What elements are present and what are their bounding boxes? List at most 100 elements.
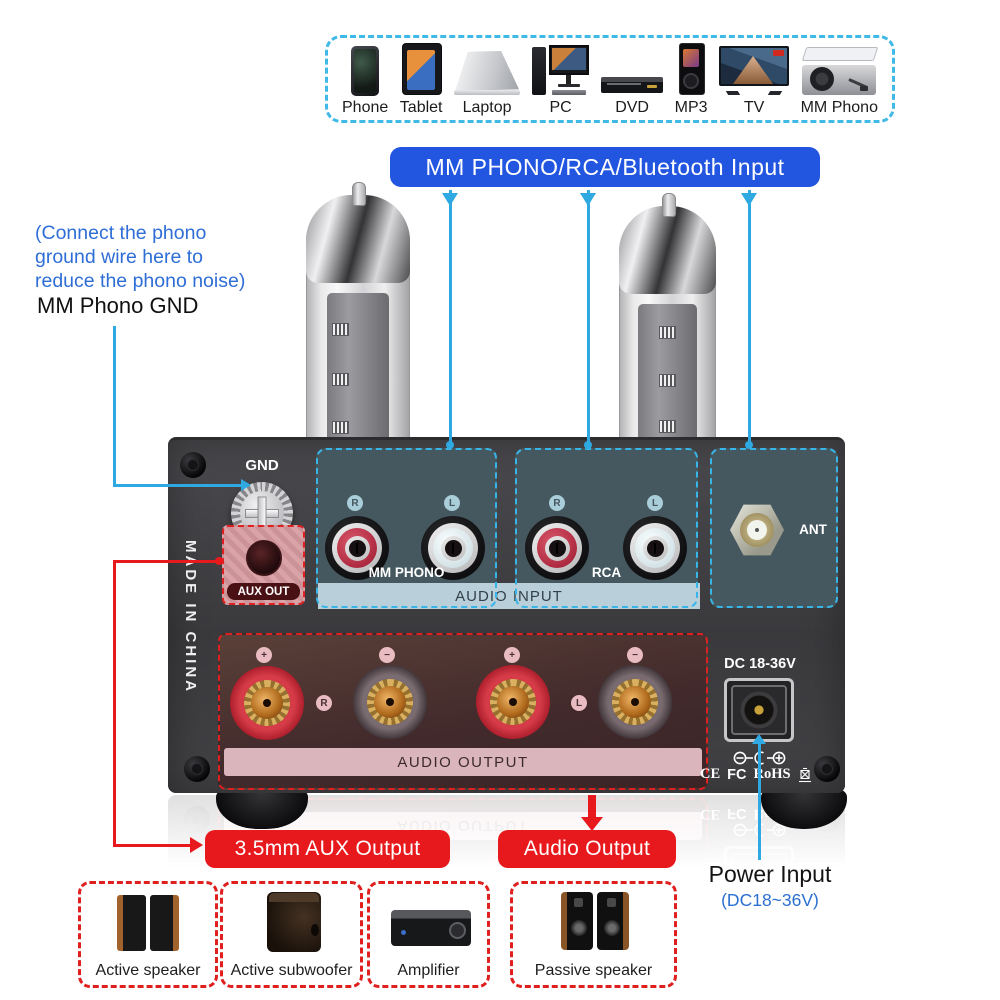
input-arrow-line-bluetooth — [748, 190, 751, 446]
dest-label: Passive speaker — [534, 962, 653, 979]
ant-label: ANT — [799, 522, 827, 537]
phone-icon — [350, 43, 380, 97]
aux-jack[interactable] — [246, 540, 282, 576]
ce-mark: CE — [700, 766, 721, 782]
speaker-terminal-l-plus[interactable] — [476, 665, 550, 739]
aux-out-label: AUX OUT — [227, 583, 300, 600]
aux-out-section: AUX OUT — [222, 525, 305, 605]
gnd-note-title: MM Phono GND — [37, 293, 199, 318]
audio-output-callout-label: Audio Output — [523, 837, 651, 860]
aux-leader-horizontal-bottom — [113, 844, 191, 847]
input-arrow-dot — [745, 441, 753, 449]
mm-phono-label: MM PHONO — [368, 565, 445, 580]
dvd-player-icon — [601, 43, 664, 97]
screw-icon — [814, 756, 840, 782]
speaker-terminal-l-minus[interactable] — [598, 665, 672, 739]
gnd-leader-horizontal — [113, 484, 243, 487]
input-arrow-dot — [584, 441, 592, 449]
input-arrowhead-icon — [442, 193, 458, 206]
screw-icon — [180, 452, 206, 478]
aux-arrowhead-icon — [190, 837, 203, 853]
tube-tip — [352, 182, 366, 206]
input-arrow-dot — [446, 441, 454, 449]
gnd-note-line: reduce the phono noise) — [35, 270, 246, 292]
dc-power-jack[interactable] — [724, 678, 794, 742]
audio-output-section: + − + − R L AUDIO OUTPUT — [218, 633, 708, 790]
input-arrowhead-icon — [741, 193, 757, 206]
input-sources-box: Phone Tablet Laptop — [325, 35, 895, 123]
dest-label: Active subwoofer — [230, 962, 353, 979]
tube-tip — [661, 193, 676, 217]
speaker-terminal-r-minus[interactable] — [353, 665, 427, 739]
minus-marker: − — [627, 647, 643, 663]
source-tablet: Tablet — [400, 43, 443, 117]
channel-r-marker: R — [549, 495, 565, 511]
weee-bin-icon — [798, 767, 811, 783]
channel-l-marker: L — [647, 495, 663, 511]
source-phone: Phone — [342, 43, 388, 117]
rca-jack-left[interactable] — [623, 516, 687, 580]
mm-phono-rca-jack-right[interactable] — [325, 516, 389, 580]
input-arrow-line-mm-phono — [449, 190, 452, 446]
source-mm-phono: MM Phono — [800, 43, 879, 117]
aux-output-callout-label: 3.5mm AUX Output — [234, 837, 421, 860]
power-arrowhead-icon — [752, 734, 766, 744]
source-pc: PC — [531, 43, 590, 117]
rca-section-border — [515, 448, 698, 608]
tube-chrome-dome — [306, 195, 410, 283]
dest-active-speaker-box: Active speaker — [78, 881, 218, 988]
tube-chrome-dome — [619, 206, 716, 294]
input-banner-label: MM PHONO/RCA/Bluetooth Input — [425, 153, 785, 180]
antenna-connector[interactable] — [730, 504, 784, 556]
source-label: DVD — [615, 99, 649, 116]
channel-l-marker: L — [571, 695, 587, 711]
audio-input-label: AUDIO INPUT — [455, 587, 563, 605]
mm-phono-rca-jack-left[interactable] — [421, 516, 485, 580]
source-tv: TV — [719, 43, 790, 117]
pc-icon — [531, 43, 590, 97]
rohs-mark: RoHS — [753, 766, 791, 782]
dest-active-subwoofer-box: Active subwoofer — [220, 881, 363, 988]
input-arrowhead-icon — [580, 193, 596, 206]
turntable-icon — [802, 43, 879, 97]
ant-section-border — [710, 448, 838, 608]
dest-amplifier-box: Amplifier — [367, 881, 490, 988]
tablet-icon — [401, 43, 443, 97]
gnd-note-line: (Connect the phono — [35, 222, 207, 244]
amplifier-icon — [391, 900, 473, 952]
audio-output-band: AUDIO OUTPUT — [224, 748, 702, 776]
source-label: PC — [549, 99, 572, 116]
dest-label: Amplifier — [397, 962, 460, 979]
fcc-mark: FC — [727, 766, 747, 783]
source-label: MM Phono — [800, 99, 878, 116]
made-in-china-label: MADE IN CHINA — [182, 540, 199, 694]
channel-r-marker: R — [316, 695, 332, 711]
power-leader-line — [758, 742, 761, 860]
source-label: Laptop — [462, 99, 512, 116]
aux-leader-dot — [215, 557, 223, 565]
certification-marks: CE FC RoHS — [700, 766, 840, 783]
aux-leader-horizontal-top — [113, 560, 220, 563]
passive-speaker-icon — [561, 890, 633, 954]
source-laptop: Laptop — [454, 43, 521, 117]
aux-output-callout: 3.5mm AUX Output — [205, 830, 450, 868]
gnd-note: (Connect the phono ground wire here to r… — [35, 221, 245, 293]
rca-jack-right[interactable] — [525, 516, 589, 580]
speaker-terminal-r-plus[interactable] — [230, 666, 304, 740]
active-speaker-icon — [117, 893, 183, 953]
vacuum-tube-right — [619, 193, 716, 447]
audio-input-band: AUDIO INPUT — [318, 583, 700, 609]
gnd-leader-vertical — [113, 326, 116, 487]
dc-voltage-label: DC 18-36V — [724, 656, 796, 672]
source-dvd: DVD — [601, 43, 664, 117]
plus-marker: + — [256, 647, 272, 663]
source-mp3: MP3 — [675, 43, 708, 117]
source-label: Phone — [342, 99, 389, 116]
amplifier-rear-panel: GND AUX OUT MADE IN CHINA AUDIO INPUT R … — [168, 437, 845, 793]
power-input-title: Power Input — [708, 861, 832, 887]
tv-icon — [719, 43, 790, 97]
audio-output-arrowhead-icon — [581, 817, 603, 831]
mm-phono-section-border — [316, 448, 497, 608]
audio-output-arrow-bar — [588, 795, 596, 818]
